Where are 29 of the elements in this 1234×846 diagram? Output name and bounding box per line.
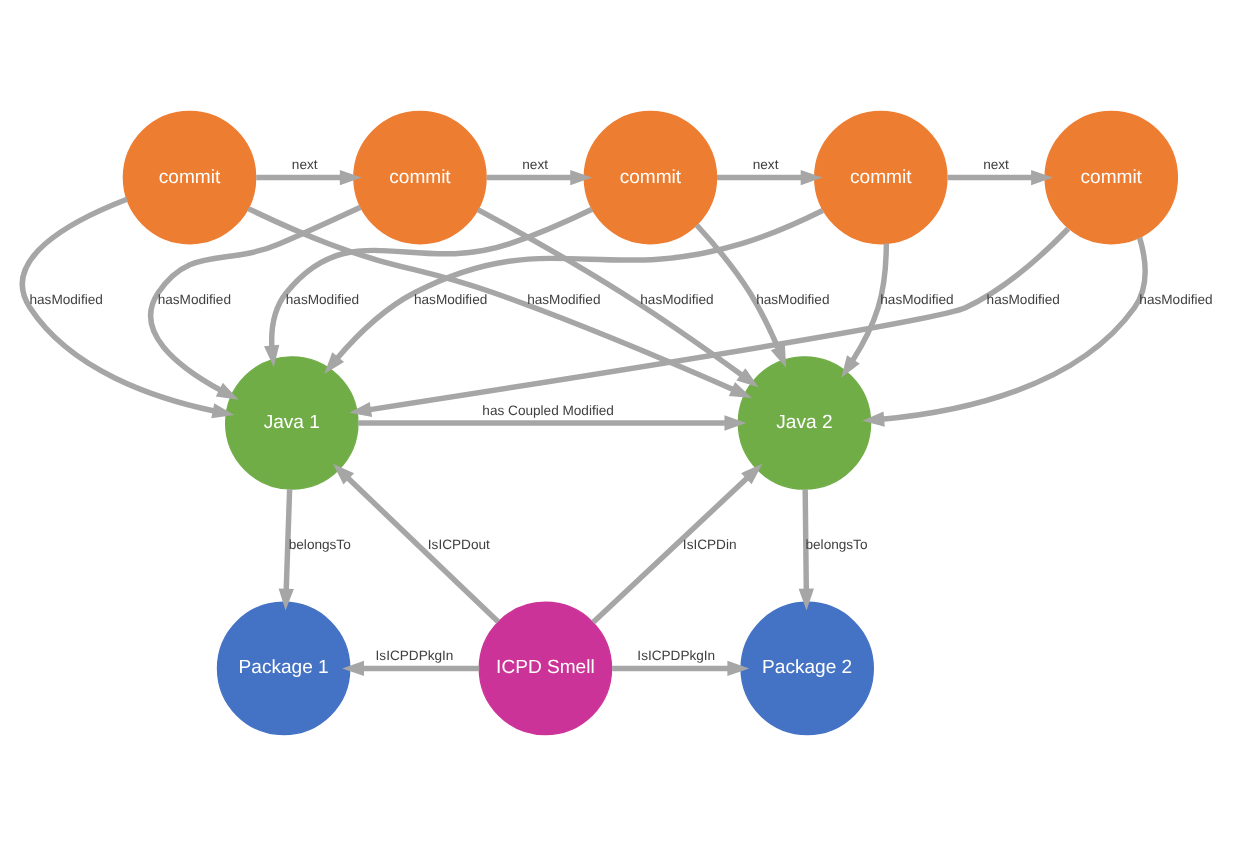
node-circle: commit bbox=[122, 110, 257, 245]
arrow bbox=[612, 660, 750, 677]
arrow bbox=[148, 204, 362, 400]
node-circle: commit bbox=[583, 110, 718, 245]
arrow bbox=[947, 169, 1053, 186]
node-circle: ICPD Smell bbox=[478, 601, 613, 736]
arrow bbox=[694, 223, 787, 368]
arrow bbox=[476, 207, 759, 388]
arrow bbox=[342, 660, 480, 677]
arrow bbox=[278, 489, 294, 611]
arrow bbox=[247, 206, 752, 398]
node-circle: Package 2 bbox=[740, 601, 874, 736]
arrow bbox=[717, 169, 823, 186]
arrow bbox=[324, 208, 824, 374]
arrow bbox=[332, 463, 500, 624]
arrow bbox=[349, 226, 1071, 417]
arrow bbox=[862, 236, 1148, 427]
node-circle: commit bbox=[1044, 110, 1179, 245]
node-circle: commit bbox=[814, 110, 948, 245]
arrow bbox=[591, 463, 763, 625]
arrow bbox=[798, 489, 814, 611]
node-circle: commit bbox=[353, 110, 487, 245]
arrow bbox=[358, 415, 747, 431]
arrow bbox=[264, 206, 594, 368]
node-circle: Package 1 bbox=[216, 601, 351, 736]
arrow bbox=[841, 243, 890, 378]
arrow bbox=[19, 196, 235, 419]
arrow bbox=[256, 169, 362, 186]
arrow bbox=[486, 169, 593, 186]
